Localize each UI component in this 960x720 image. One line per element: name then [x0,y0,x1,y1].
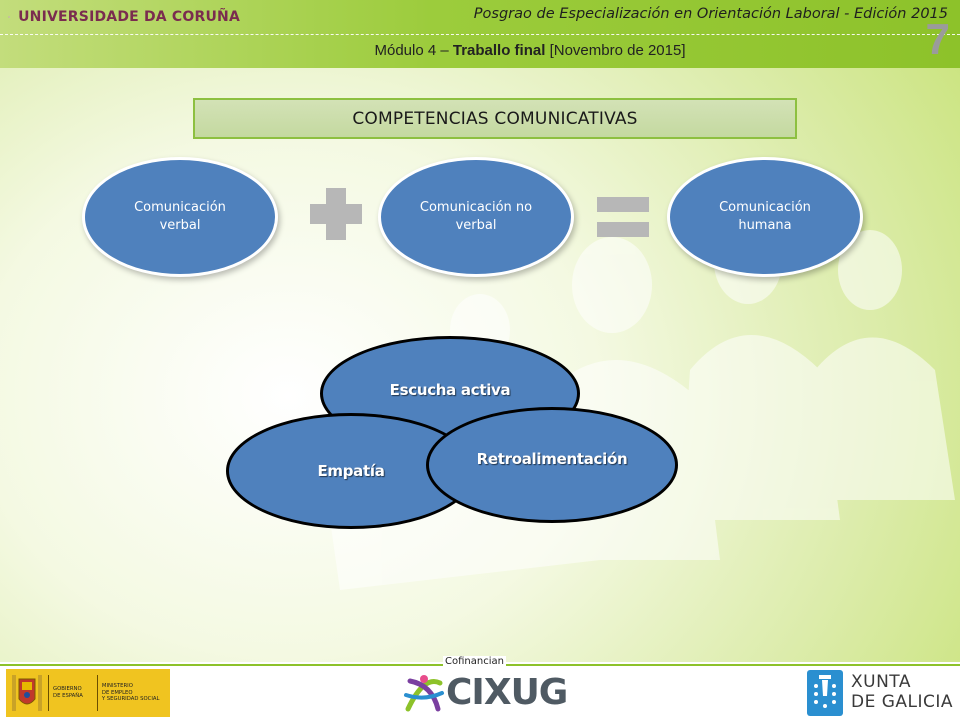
module-title: Traballo final [452,42,546,59]
header-bar: UNIVERSIDADE DA CORUÑA Posgrao de Especi… [0,0,960,68]
university-logo: UNIVERSIDADE DA CORUÑA [8,4,240,30]
cixug-wordmark: CIXUG [446,672,568,713]
header-divider [0,34,960,35]
slide-number: 7 [925,15,950,64]
program-title: Posgrao de Especialización en Orientació… [473,6,948,22]
equals-icon [597,197,649,239]
xunta-galicia-logo: XUNTA DE GALICIA [807,669,957,717]
xunta-wordmark: XUNTA DE GALICIA [851,673,953,712]
ministerio-text: MINISTERIO DE EMPLEO Y SEGURIDAD SOCIAL [101,683,160,703]
cixug-emblem-icon [404,675,444,712]
venn-retroalimentacion: Retroalimentación [426,407,678,523]
galicia-coat-of-arms-icon [807,670,843,716]
university-name: UNIVERSIDADE DA CORUÑA [18,9,240,25]
xunta-line-2: DE GALICIA [851,692,954,712]
module-date: [Novembro de 2015] [545,42,686,59]
cofinancian-label: Cofinancian [443,656,506,667]
spain-coat-of-arms-icon [12,675,42,711]
ellipse-comunicacion-no-verbal: Comunicación no verbal [378,157,574,277]
ellipse-comunicacion-humana: Comunicación humana [667,157,863,277]
university-emblem-icon [8,16,11,18]
cixug-logo: CIXUG [402,669,574,717]
module-line: Módulo 4 – Traballo final [Novembro de 2… [280,42,780,59]
gobierno-text: GOBIERNO DE ESPAÑA [53,686,83,699]
gobierno-espana-logo: GOBIERNO DE ESPAÑA MINISTERIO DE EMPLEO … [6,669,170,717]
plus-icon [310,188,362,240]
section-title: COMPETENCIAS COMUNICATIVAS [193,98,797,139]
xunta-line-1: XUNTA [851,672,911,693]
ellipse-comunicacion-verbal: Comunicación verbal [82,157,278,277]
module-prefix: Módulo 4 – [374,42,453,59]
